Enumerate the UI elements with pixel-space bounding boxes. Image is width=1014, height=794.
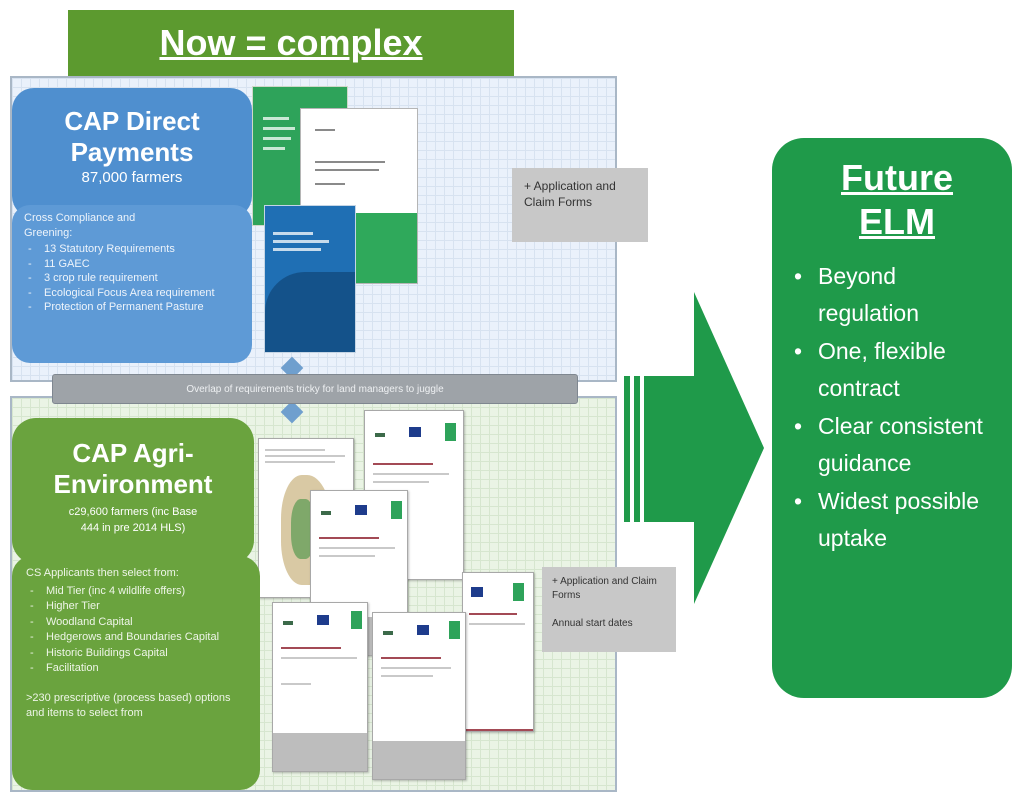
cross-compliance-heading-line1: Cross Compliance and <box>24 212 136 224</box>
agreement-document <box>272 602 368 772</box>
list-item: Ecological Focus Area requirement <box>24 286 242 301</box>
list-item: Beyond regulation <box>792 258 1002 332</box>
cs-heading: CS Applicants then select from: <box>26 567 179 579</box>
cs-footer: >230 prescriptive (process based) option… <box>26 691 231 720</box>
list-item: Woodland Capital <box>26 615 250 631</box>
list-item: Protection of Permanent Pasture <box>24 300 242 315</box>
cross-compliance-list: 13 Statutory Requirements 11 GAEC 3 crop… <box>24 242 242 315</box>
cap-direct-title-line2: Payments <box>70 137 194 167</box>
cap-direct-title-line1: CAP Direct <box>64 106 200 136</box>
list-item: Mid Tier (inc 4 wildlife offers) <box>26 584 250 600</box>
future-elm-list: Beyond regulation One, flexible contract… <box>792 258 1002 557</box>
list-item: Higher Tier <box>26 599 250 615</box>
list-item: 11 GAEC <box>24 257 242 272</box>
cross-compliance-heading-line2: Greening: <box>24 226 73 239</box>
agreement-document <box>462 572 534 732</box>
list-item: Widest possible uptake <box>792 483 1002 557</box>
application-forms-callout-bottom: + Application and Claim Forms Annual sta… <box>542 567 676 652</box>
cap-agri-count-line1: c29,600 farmers (inc Base <box>68 506 198 518</box>
list-item: Historic Buildings Capital <box>26 646 250 662</box>
cross-compliance-box: Cross Compliance and Greening: 13 Statut… <box>12 205 252 363</box>
list-item: 13 Statutory Requirements <box>24 242 242 257</box>
list-item: Hedgerows and Boundaries Capital <box>26 630 250 646</box>
future-title-line1: Future <box>841 157 953 198</box>
agreement-document <box>372 612 466 780</box>
cap-agri-environment-box: CAP Agri- Environment c29,600 farmers (i… <box>12 418 254 564</box>
application-forms-callout-top: + Application and Claim Forms <box>512 168 648 242</box>
future-elm-box: Future ELM Beyond regulation One, flexib… <box>772 138 1012 698</box>
callout-bottom-line1: + Application and Claim Forms <box>552 576 657 601</box>
overlap-text: Overlap of requirements tricky for land … <box>186 383 444 395</box>
transition-arrow-icon <box>624 292 764 604</box>
cap-direct-farmer-count: 87,000 farmers <box>81 169 183 186</box>
cap-agri-title-line2: Environment <box>53 469 213 499</box>
cap-direct-payments-box: CAP Direct Payments 87,000 farmers <box>12 88 252 218</box>
cap-agri-count-line2: 444 in pre 2014 HLS) <box>80 522 186 534</box>
title-banner: Now = complex <box>68 10 514 76</box>
overlap-banner: Overlap of requirements tricky for land … <box>52 374 578 404</box>
cap-agri-title-line1: CAP Agri- <box>72 438 194 468</box>
guidance-document-cover-blue <box>264 205 356 353</box>
future-title-line2: ELM <box>859 201 935 242</box>
countryside-stewardship-box: CS Applicants then select from: Mid Tier… <box>12 556 260 790</box>
list-item: Clear consistent guidance <box>792 408 1002 482</box>
page-title: Now = complex <box>159 22 423 63</box>
callout-bottom-line2: Annual start dates <box>552 618 633 629</box>
list-item: One, flexible contract <box>792 333 1002 407</box>
list-item: Facilitation <box>26 661 250 677</box>
cs-options-list: Mid Tier (inc 4 wildlife offers) Higher … <box>26 584 250 677</box>
future-elm-title: Future ELM <box>792 156 1002 244</box>
list-item: 3 crop rule requirement <box>24 271 242 286</box>
